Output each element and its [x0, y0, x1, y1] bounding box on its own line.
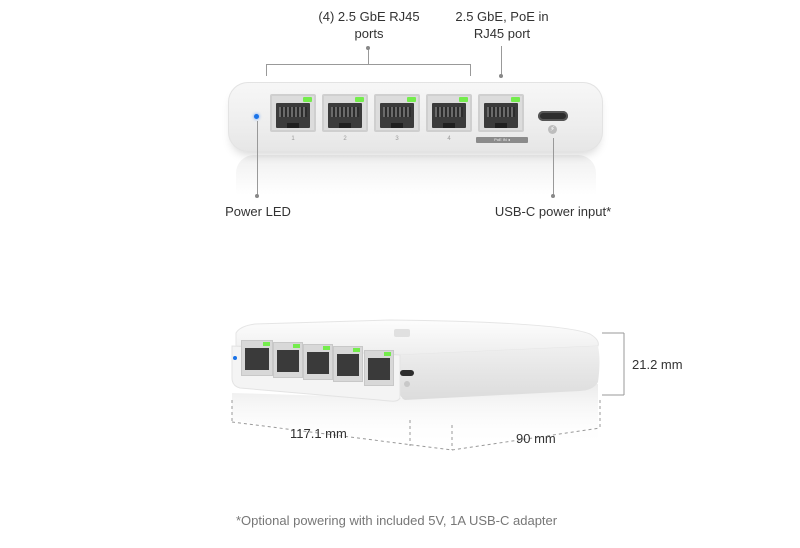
port-number-3: 3	[395, 136, 399, 142]
poe-pointer-dot	[499, 74, 503, 78]
side-poe-port	[364, 350, 394, 386]
port-link-led	[511, 97, 520, 102]
side-usbc-port	[400, 370, 414, 376]
rj45-port-2	[322, 94, 368, 132]
side-power-symbol-icon	[404, 381, 410, 387]
side-port-2	[273, 342, 303, 378]
side-right-face	[400, 346, 600, 400]
rj45-port-4	[426, 94, 472, 132]
side-port-3	[303, 344, 333, 380]
port-link-led	[459, 97, 468, 102]
power-led-indicator	[254, 114, 259, 119]
front-reflection	[236, 155, 596, 195]
rj45-bracket-left	[266, 64, 267, 76]
rj45-ports-callout-line1: (4) 2.5 GbE RJ45	[318, 9, 420, 24]
port-link-led	[293, 344, 300, 348]
side-reflection	[232, 384, 598, 446]
usbc-pointer-line	[553, 138, 554, 196]
port-link-led	[323, 346, 330, 350]
rj45-bracket-right	[470, 64, 471, 76]
footnote: *Optional powering with included 5V, 1A …	[236, 513, 558, 528]
port-link-led	[353, 348, 360, 352]
depth-dim-line	[451, 427, 601, 451]
poe-port-callout-line2: RJ45 port	[473, 26, 531, 41]
port-link-led	[263, 342, 270, 346]
usbc-port	[538, 111, 568, 121]
height-dimension-label: 21.2 mm	[632, 357, 683, 372]
usbc-power-callout: USB-C power input*	[494, 204, 612, 219]
usbc-pointer-dot	[551, 194, 555, 198]
power-symbol-icon: ⚡	[548, 125, 557, 134]
width-dimension-label: 117.1 mm	[290, 426, 347, 441]
port-number-2: 2	[343, 136, 347, 142]
poe-in-strip: PoE IN ◂	[476, 137, 528, 143]
port-link-led	[303, 97, 312, 102]
port-number-1: 1	[291, 136, 295, 142]
rj45-bracket-dot	[366, 46, 370, 50]
rj45-bracket-top	[266, 64, 471, 65]
power-led-pointer-dot	[255, 194, 259, 198]
poe-pointer-line	[501, 46, 502, 76]
poe-port-callout-line1: 2.5 GbE, PoE in	[455, 9, 549, 24]
port-link-led	[407, 97, 416, 102]
top-logo-mark	[394, 329, 410, 337]
port-link-led	[355, 97, 364, 102]
port-link-led	[384, 352, 391, 356]
rj45-port-1	[270, 94, 316, 132]
side-power-led	[233, 356, 237, 360]
rj45-poe-port	[478, 94, 524, 132]
rj45-bracket-stem	[368, 49, 369, 64]
width-dim-line	[231, 421, 453, 451]
rj45-ports-callout-line2: ports	[354, 26, 384, 41]
port-number-4: 4	[447, 136, 451, 142]
side-port-1	[241, 340, 273, 376]
depth-dimension-label: 90 mm	[516, 431, 556, 446]
power-led-pointer-line	[257, 121, 258, 196]
side-port-4	[333, 346, 363, 382]
rj45-port-3	[374, 94, 420, 132]
power-led-callout: Power LED	[225, 204, 291, 219]
